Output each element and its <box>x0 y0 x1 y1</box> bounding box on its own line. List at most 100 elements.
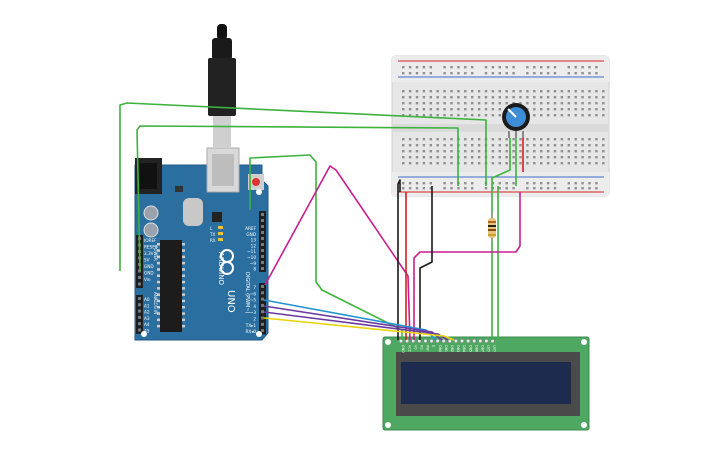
breadboard-hole[interactable] <box>567 96 570 99</box>
breadboard-hole[interactable] <box>436 96 439 99</box>
header-pin[interactable] <box>261 303 264 307</box>
breadboard-hole[interactable] <box>422 90 426 93</box>
breadboard-hole[interactable] <box>546 182 550 185</box>
breadboard-hole[interactable] <box>450 138 453 141</box>
breadboard-hole[interactable] <box>533 150 536 153</box>
breadboard-hole[interactable] <box>457 102 460 105</box>
breadboard-hole[interactable] <box>471 66 474 69</box>
breadboard-hole[interactable] <box>519 102 522 105</box>
breadboard-hole[interactable] <box>553 108 557 111</box>
breadboard-hole[interactable] <box>512 150 515 153</box>
header-pin[interactable] <box>138 315 141 319</box>
breadboard-hole[interactable] <box>477 162 481 165</box>
breadboard-hole[interactable] <box>540 108 543 111</box>
breadboard-hole[interactable] <box>429 108 432 111</box>
breadboard-hole[interactable] <box>602 156 605 159</box>
breadboard-hole[interactable] <box>581 144 584 147</box>
breadboard-hole[interactable] <box>533 90 536 93</box>
breadboard-hole[interactable] <box>429 90 432 93</box>
breadboard-hole[interactable] <box>471 162 474 165</box>
breadboard-hole[interactable] <box>574 156 577 159</box>
header-pin[interactable] <box>261 237 264 240</box>
breadboard-hole[interactable] <box>402 96 405 99</box>
breadboard-hole[interactable] <box>588 156 591 159</box>
breadboard-hole[interactable] <box>533 187 536 190</box>
breadboard-hole[interactable] <box>422 182 426 185</box>
breadboard-hole[interactable] <box>581 138 584 141</box>
breadboard-hole[interactable] <box>491 182 495 185</box>
breadboard-hole[interactable] <box>595 114 598 117</box>
breadboard-hole[interactable] <box>567 66 570 69</box>
digital-header-top[interactable] <box>259 211 266 272</box>
breadboard-hole[interactable] <box>491 114 495 117</box>
breadboard-hole[interactable] <box>484 102 488 105</box>
breadboard-hole[interactable] <box>484 96 488 99</box>
breadboard-hole[interactable] <box>464 72 467 75</box>
breadboard-hole[interactable] <box>408 96 412 99</box>
breadboard-hole[interactable] <box>498 96 501 99</box>
breadboard-hole[interactable] <box>581 182 584 185</box>
breadboard-hole[interactable] <box>402 182 405 185</box>
breadboard-hole[interactable] <box>526 187 529 190</box>
breadboard-hole[interactable] <box>436 150 439 153</box>
breadboard-hole[interactable] <box>505 162 508 165</box>
breadboard-hole[interactable] <box>422 102 426 105</box>
breadboard-hole[interactable] <box>526 144 529 147</box>
breadboard-hole[interactable] <box>595 187 598 190</box>
breadboard-hole[interactable] <box>422 108 426 111</box>
lcd-pin[interactable] <box>466 338 471 344</box>
breadboard-hole[interactable] <box>408 114 412 117</box>
breadboard-hole[interactable] <box>477 150 481 153</box>
breadboard-hole[interactable] <box>457 66 460 69</box>
analog-header[interactable] <box>136 295 143 334</box>
breadboard-hole[interactable] <box>602 90 605 93</box>
breadboard-hole[interactable] <box>512 162 515 165</box>
breadboard-hole[interactable] <box>408 108 412 111</box>
breadboard-hole[interactable] <box>595 156 598 159</box>
breadboard-hole[interactable] <box>588 66 591 69</box>
breadboard-hole[interactable] <box>519 150 522 153</box>
breadboard-hole[interactable] <box>443 182 446 185</box>
breadboard-hole[interactable] <box>533 156 536 159</box>
breadboard-hole[interactable] <box>408 187 412 190</box>
breadboard-hole[interactable] <box>450 187 453 190</box>
breadboard-hole[interactable] <box>588 108 591 111</box>
breadboard-hole[interactable] <box>546 187 550 190</box>
lcd-pin[interactable] <box>478 338 483 344</box>
breadboard-hole[interactable] <box>560 138 564 141</box>
breadboard-hole[interactable] <box>436 108 439 111</box>
breadboard-hole[interactable] <box>450 66 453 69</box>
breadboard-hole[interactable] <box>505 102 508 105</box>
breadboard-hole[interactable] <box>574 108 577 111</box>
breadboard-hole[interactable] <box>560 156 564 159</box>
breadboard-hole[interactable] <box>540 138 543 141</box>
breadboard-hole[interactable] <box>450 90 453 93</box>
breadboard-hole[interactable] <box>498 144 501 147</box>
breadboard-hole[interactable] <box>602 108 605 111</box>
breadboard-hole[interactable] <box>471 182 474 185</box>
breadboard-hole[interactable] <box>560 108 564 111</box>
breadboard-hole[interactable] <box>560 162 564 165</box>
breadboard-hole[interactable] <box>402 108 405 111</box>
breadboard-hole[interactable] <box>595 108 598 111</box>
breadboard-hole[interactable] <box>477 96 481 99</box>
header-pin[interactable] <box>138 276 141 279</box>
breadboard-hole[interactable] <box>526 182 529 185</box>
breadboard-hole[interactable] <box>429 138 432 141</box>
breadboard-hole[interactable] <box>526 102 529 105</box>
breadboard-hole[interactable] <box>477 108 481 111</box>
breadboard-hole[interactable] <box>588 72 591 75</box>
lcd-pin[interactable] <box>398 338 404 344</box>
breadboard-hole[interactable] <box>553 96 557 99</box>
breadboard-hole[interactable] <box>402 156 405 159</box>
breadboard-hole[interactable] <box>505 96 508 99</box>
breadboard-hole[interactable] <box>588 162 591 165</box>
breadboard-hole[interactable] <box>471 138 474 141</box>
digital-header-bottom[interactable] <box>259 283 266 335</box>
breadboard-hole[interactable] <box>484 90 488 93</box>
header-pin[interactable] <box>261 213 264 216</box>
breadboard-hole[interactable] <box>471 114 474 117</box>
header-pin[interactable] <box>138 309 141 313</box>
breadboard-hole[interactable] <box>553 162 557 165</box>
breadboard-hole[interactable] <box>408 102 412 105</box>
